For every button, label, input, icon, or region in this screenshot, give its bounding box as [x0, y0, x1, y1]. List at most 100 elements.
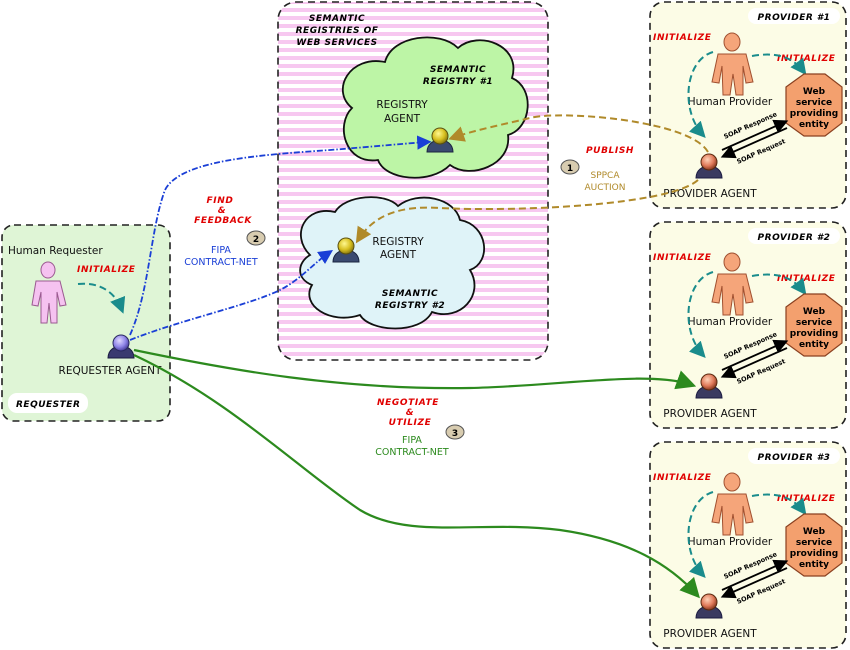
provider-2-soap-response-arrow: [720, 347, 788, 379]
provider-1-web-service-entity: [785, 73, 843, 137]
step-1-badge: [560, 159, 580, 175]
negotiate-verb-2: &: [406, 408, 414, 418]
registry2-name-2: REGISTRY #2: [375, 301, 445, 311]
provider-2-human-label: Human Provider: [688, 316, 773, 328]
find-protocol-2: CONTRACT-NET: [184, 257, 258, 268]
step-2-number: 2: [253, 235, 259, 245]
provider-1-web-service-line: Web: [803, 87, 826, 97]
provider-3-initialize-right: INITIALIZE: [777, 494, 836, 504]
provider-1-human-figure: [711, 32, 754, 96]
provider-3-initialize-arrow-service: [751, 493, 807, 516]
provider-2-web-service-line: service: [796, 318, 832, 328]
step-negotiate: NEGOTIATE & UTILIZE 3 FIPA CONTRACT-NET: [375, 398, 465, 458]
semantic-registry-2-cloud: REGISTRY AGENT SEMANTIC REGISTRY #2: [299, 196, 485, 330]
provider-1-agent-icon: [695, 153, 723, 179]
step-1-number: 1: [567, 164, 573, 174]
registry-agent-2-icon: [332, 237, 360, 263]
provider-2-initialize-left: INITIALIZE: [653, 253, 712, 263]
publish-arrow-registry1: [448, 114, 709, 153]
negotiate-protocol-2: CONTRACT-NET: [375, 447, 449, 458]
provider-3-human-label: Human Provider: [688, 536, 773, 548]
publish-verb: PUBLISH: [586, 146, 634, 156]
publish-protocol-2: AUCTION: [585, 183, 626, 193]
provider-2-web-service-line: entity: [799, 340, 829, 350]
step-publish: PUBLISH 1 SPPCA AUCTION: [560, 146, 634, 193]
provider-2-initialize-right: INITIALIZE: [777, 274, 836, 284]
find-verb-3: FEEDBACK: [194, 216, 252, 226]
negotiate-verb-1: NEGOTIATE: [377, 398, 439, 408]
provider-3-box: PROVIDER #3 INITIALIZE INITIALIZE Human Pro…: [649, 441, 847, 649]
provider-2-web-service-line: Web: [803, 307, 826, 317]
registry1-agent-label-1: REGISTRY: [376, 99, 428, 111]
provider-2-agent-label: PROVIDER AGENT: [663, 408, 757, 420]
registries-label-3: WEB SERVICES: [296, 38, 377, 48]
registry2-agent-label-2: AGENT: [380, 249, 417, 261]
provider-3-web-service-line: entity: [799, 560, 829, 570]
negotiate-verb-3: UTILIZE: [389, 418, 432, 428]
provider-1-web-service-line: entity: [799, 120, 829, 130]
provider-2-label: PROVIDER #2: [758, 233, 831, 243]
requester-initialize-label: INITIALIZE: [77, 265, 136, 275]
registries-label-1: SEMANTIC: [309, 14, 365, 24]
requester-agent-icon: [107, 334, 135, 359]
provider-1-human-label: Human Provider: [688, 96, 773, 108]
provider-3-soap-response-arrow: [720, 567, 788, 599]
negotiate-arrow-provider2: [133, 348, 697, 390]
find-verb-1: FIND: [207, 196, 234, 206]
provider-1-initialize-left: INITIALIZE: [653, 33, 712, 43]
provider-2-initialize-arrow-service: [751, 273, 807, 296]
provider-3-label: PROVIDER #3: [758, 453, 831, 463]
provider-3-initialize-left: INITIALIZE: [653, 473, 712, 483]
provider-2-initialize-arrow-agent: [687, 271, 714, 358]
provider-1-frame: [649, 1, 847, 209]
find-verb-2: &: [218, 206, 226, 216]
requester-tag-bg: [8, 393, 88, 413]
registry1-name-2: REGISTRY #1: [423, 77, 493, 87]
provider-3-agent-label: PROVIDER AGENT: [663, 628, 757, 640]
provider-3-initialize-arrow-agent: [687, 491, 714, 578]
provider-2-web-service-entity: [785, 293, 843, 357]
human-requester-label: Human Requester: [8, 245, 103, 257]
registries-label-2: REGISTRIES OF: [296, 26, 379, 36]
provider-2-agent-icon: [695, 373, 723, 399]
provider-1-initialize-arrow-agent: [687, 51, 714, 138]
requester-initialize-arrow: [77, 282, 126, 314]
provider-1-agent-label: PROVIDER AGENT: [663, 188, 757, 200]
provider-3-web-service-line: Web: [803, 527, 826, 537]
provider-3-agent-icon: [695, 593, 723, 619]
human-requester-figure: [31, 261, 67, 324]
registry1-name-1: SEMANTIC: [430, 65, 486, 75]
negotiate-arrow-provider3: [133, 354, 700, 599]
semantic-registry-1-cloud: SEMANTIC REGISTRY #1 REGISTRY AGENT: [341, 36, 529, 179]
provider-2-web-service-line: providing: [790, 329, 838, 339]
requester-box: Human Requester INITIALIZE REQUESTER AGE…: [1, 224, 171, 422]
provider-2-tag-bg: [748, 228, 840, 244]
provider-2-box: PROVIDER #2 INITIALIZE INITIALIZE Human Pro…: [649, 221, 847, 429]
provider-1-label: PROVIDER #1: [758, 13, 831, 23]
provider-3-web-service-line: providing: [790, 549, 838, 559]
publish-arrow-registry2: [355, 179, 699, 244]
requester-box-label: REQUESTER: [16, 400, 80, 410]
publish-protocol-1: SPPCA: [590, 171, 620, 181]
provider-3-web-service-entity: [785, 513, 843, 577]
provider-3-human-figure: [711, 472, 754, 536]
provider-1-web-service-line: service: [796, 98, 832, 108]
step-2-badge: [246, 230, 266, 246]
find-arrow-registry2: [129, 250, 333, 341]
requester-agent-label: REQUESTER AGENT: [59, 365, 162, 377]
provider-1-tag-bg: [748, 8, 840, 24]
provider-1-soap-response-arrow: [720, 127, 788, 159]
registry2-name-1: SEMANTIC: [382, 289, 438, 299]
registry2-agent-label-1: REGISTRY: [372, 236, 424, 248]
provider-1-box: PROVIDER #1 INITIALIZE INITIALIZE Human Pro…: [649, 1, 847, 209]
provider-1-initialize-right: INITIALIZE: [777, 54, 836, 64]
find-arrow-registry1: [129, 135, 432, 336]
provider-1-initialize-arrow-service: [751, 53, 807, 76]
provider-3-web-service-line: service: [796, 538, 832, 548]
provider-1-web-service-line: providing: [790, 109, 838, 119]
step-3-number: 3: [452, 429, 458, 439]
step-3-badge: [445, 424, 465, 440]
provider-3-tag-bg: [748, 448, 840, 464]
